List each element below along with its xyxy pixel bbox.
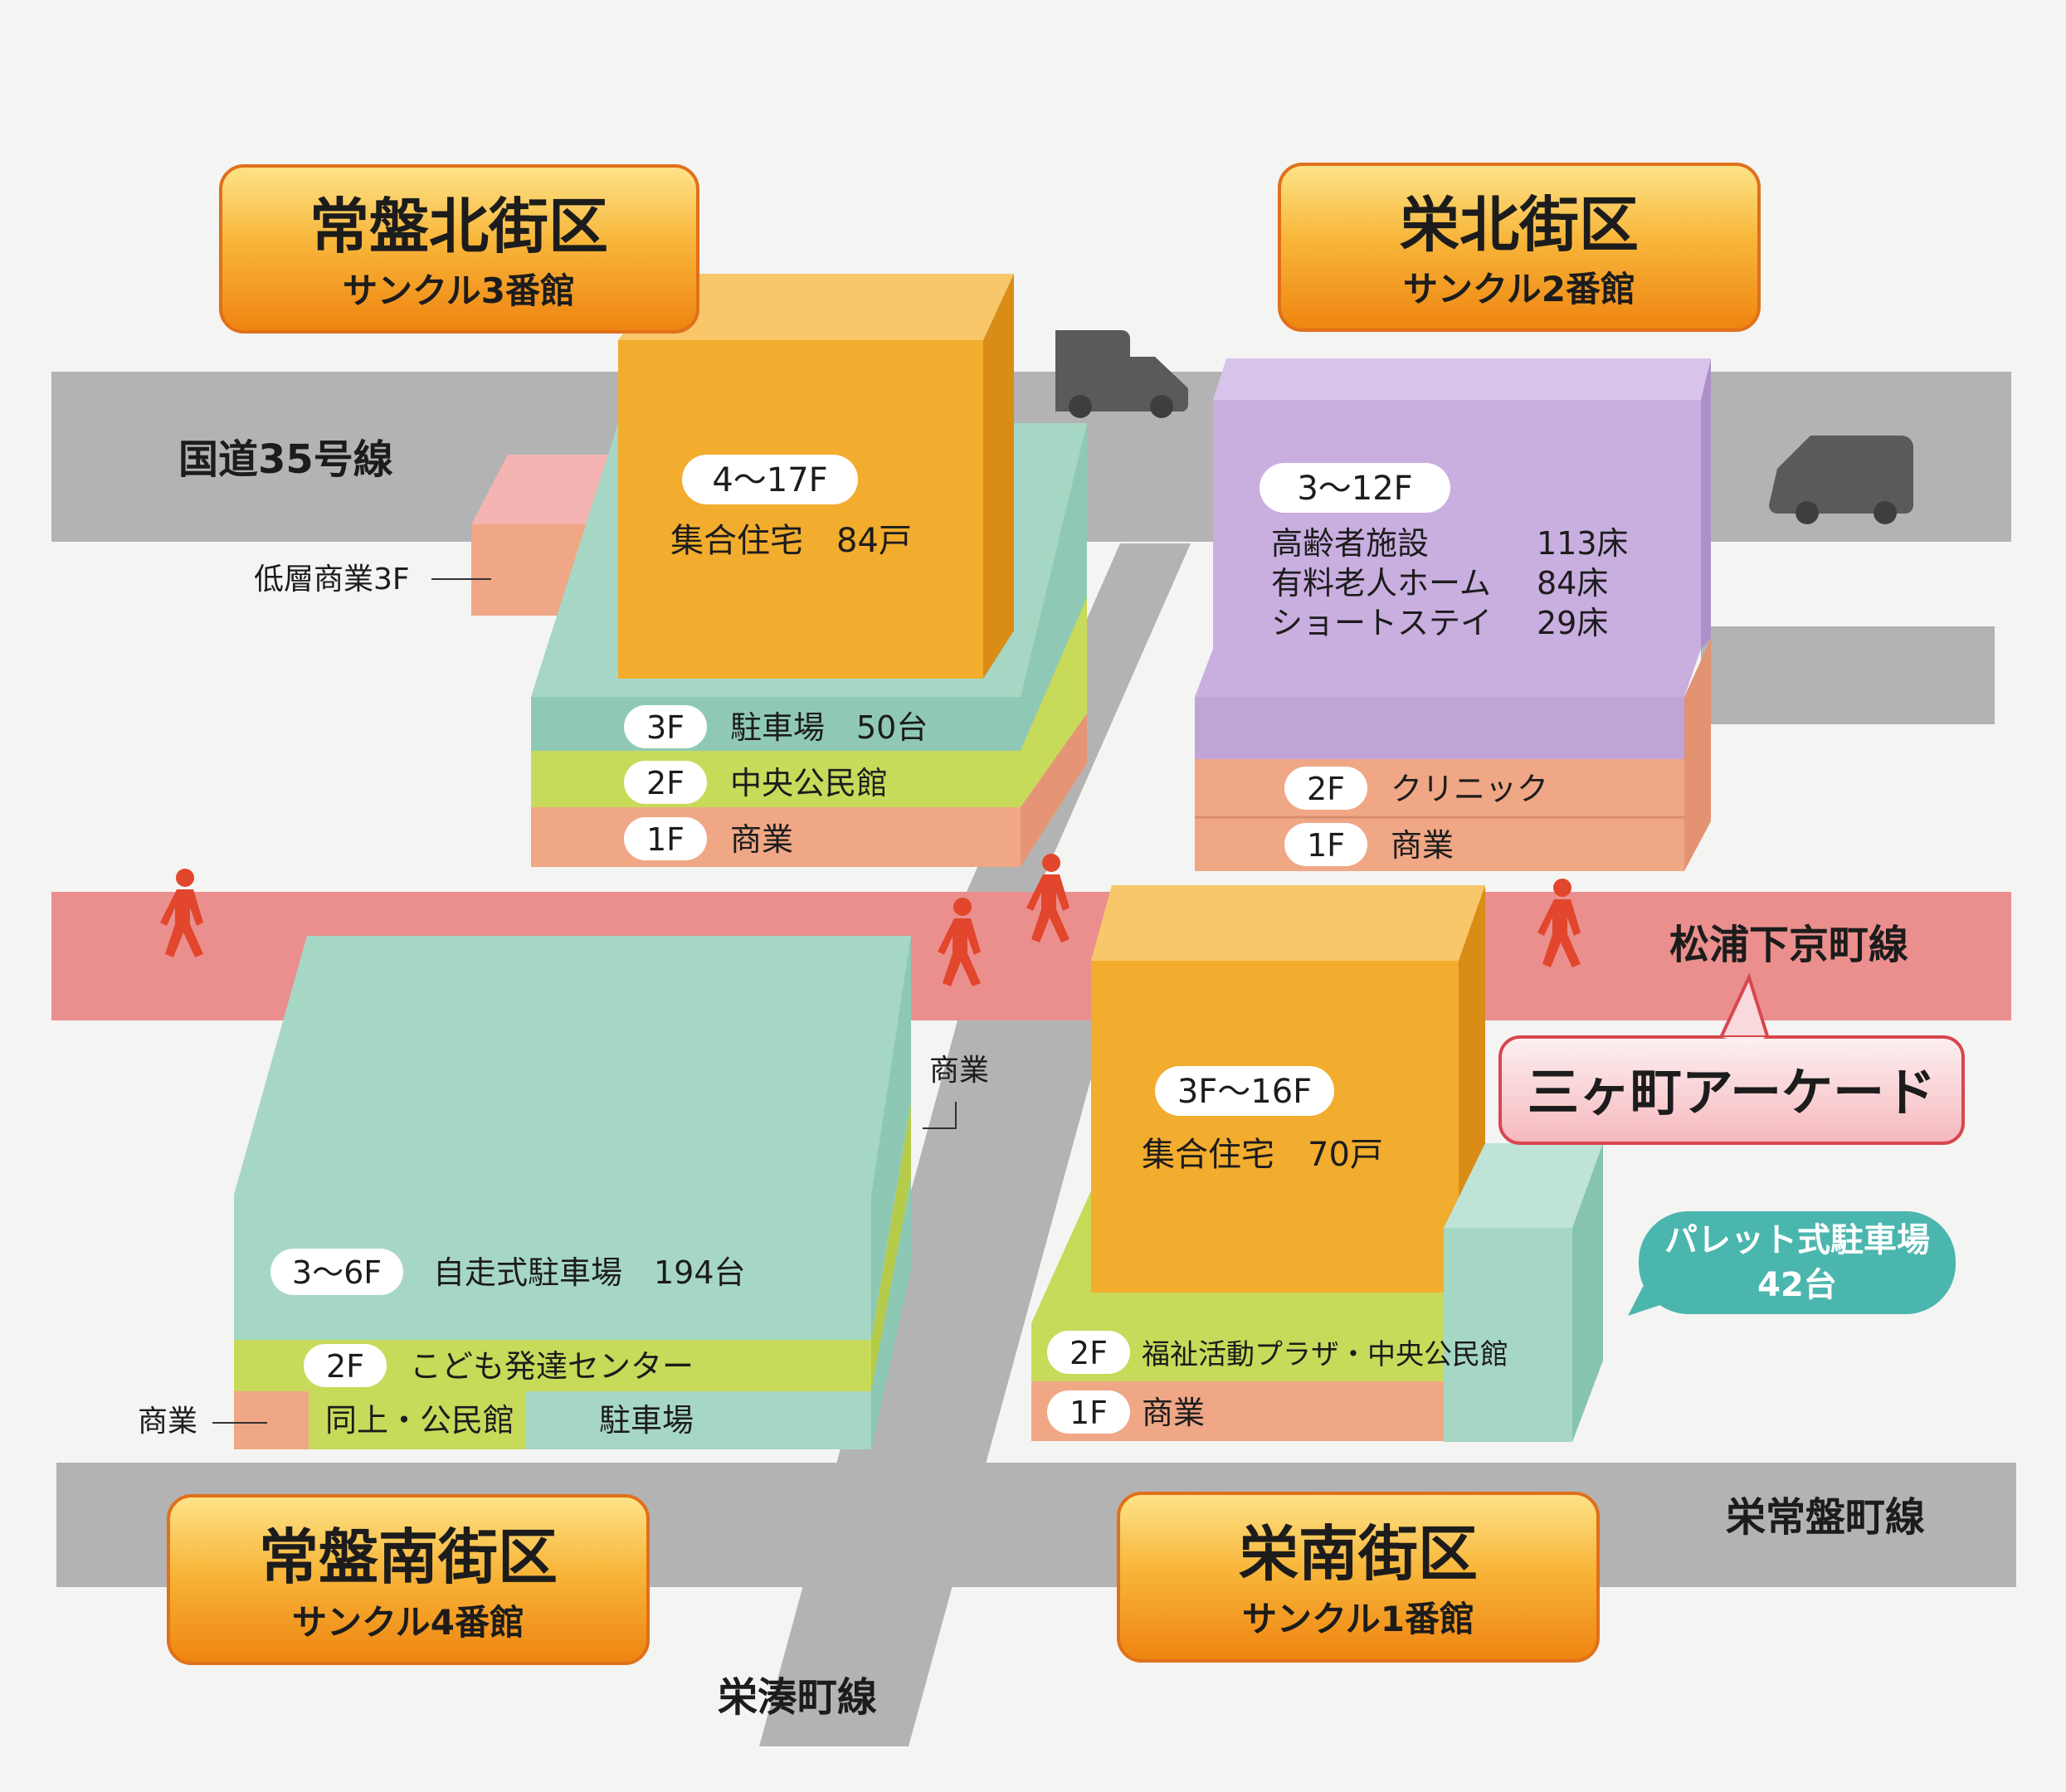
building-tokiwa-north [471,274,1087,867]
floor-pill [624,705,707,748]
pedestrian-icon [938,898,981,986]
floor-pill [304,1344,387,1387]
floor-pill [1047,1331,1130,1374]
upper-use-label: 集合住宅 70戸 [1142,1136,1383,1174]
arcade-callout: 三ヶ町アーケード [1498,972,1965,1145]
floor-label: 2F [326,1348,364,1385]
upper-floors-label: 3〜12F [1297,470,1412,508]
floor-use: 中央公民館 [730,765,888,801]
road-label-sakae-minato: 栄湊町線 [718,1674,877,1721]
floor-label: 1F [646,821,685,858]
road-label-sakae-tokiwa: 栄常盤町線 [1726,1494,1925,1541]
floor-label: 2F [646,765,685,801]
upper-floors-label: 3F〜16F [1177,1073,1312,1111]
floor-use: 商業 [730,821,793,858]
floor-pill [624,761,707,804]
floor-pill [624,817,707,860]
pallet-parking-label: パレット式駐車場 [1664,1221,1930,1259]
road-label-matsuura: 松浦下京町線 [1669,922,1908,968]
floor1-left-label: 同上・公民館 [325,1402,514,1439]
building-sakae-south [1031,885,1603,1442]
road-side-east [1701,626,1995,724]
district-name: 常盤北街区 [309,192,608,261]
pedestrian-icon [1537,879,1581,967]
district-name: 栄北街区 [1400,190,1639,260]
building-name: サンクル4番館 [292,1602,524,1643]
floor-use: 商業 [1391,827,1454,864]
building-name: サンクル3番館 [343,270,575,311]
floor-pill [1284,767,1367,810]
upper-floors-label: 4〜17F [712,461,827,499]
facility-beds: 84床 [1537,565,1608,601]
floor-label: 1F [1307,827,1345,864]
floor-pill [1047,1390,1130,1434]
facility-name: 高齢者施設 [1271,525,1429,562]
floor-use: 駐車場 50台 [730,709,928,746]
floor-pill [270,1249,403,1295]
floor-label: 2F [1307,771,1345,807]
pallet-parking-count: 42台 [1757,1266,1837,1304]
side-label-commercial: 商業 [138,1405,197,1439]
truck-icon [1055,330,1188,418]
floor-use: 商業 [1142,1395,1205,1431]
district-name: 常盤南街区 [259,1522,558,1592]
district-label-tokiwa-south: 常盤南街区 サンクル4番館 [167,1494,650,1665]
road-sakae-minato [759,987,1116,1746]
pallet-parking-callout: パレット式駐車場 42台 [1628,1211,1956,1316]
upper-floors-label: 3〜6F [292,1254,382,1291]
facility-name: 有料老人ホーム [1271,565,1491,601]
building-name: サンクル2番館 [1403,269,1635,309]
floor-label: 2F [1070,1335,1108,1371]
road-label-national35: 国道35号線 [178,436,393,483]
floor-pill [1284,823,1367,866]
floor-label: 3F [646,709,685,746]
floor-use: クリニック [1391,771,1548,807]
leader-line [923,1102,957,1129]
facility-beds: 29床 [1537,605,1608,641]
pedestrian-icon [160,869,203,957]
van-icon [1769,436,1913,524]
district-name: 栄南街区 [1239,1519,1478,1589]
floor-pill [682,455,858,504]
building-name: サンクル1番館 [1242,1599,1474,1639]
floor1-right-label: 駐車場 [599,1402,694,1439]
side-label-commercial: 商業 [929,1054,989,1088]
low-rise-label: 低層商業3F [254,562,410,597]
facility-beds: 113床 [1537,525,1629,562]
district-label-sakae-north: 栄北街区 サンクル2番館 [1278,163,1761,332]
building-tokiwa-south [234,936,911,1449]
district-label-tokiwa-north: 常盤北街区 サンクル3番館 [219,164,699,334]
facility-name: ショートステイ [1271,605,1492,641]
floor-use: こども発達センター [410,1348,694,1385]
district-label-sakae-south: 栄南街区 サンクル1番館 [1117,1492,1600,1663]
floor-pill [1155,1066,1334,1116]
arcade-label: 三ヶ町アーケード [1528,1062,1936,1122]
floor-use: 福祉活動プラザ・中央公民館 [1142,1338,1508,1371]
upper-use-label: 集合住宅 84戸 [670,522,912,560]
upper-use-label: 自走式駐車場 194台 [433,1254,746,1291]
floor-label: 1F [1070,1395,1108,1431]
pedestrian-icon [1026,854,1070,942]
floor-pill [1260,463,1450,513]
building-sakae-north [1195,358,1711,871]
